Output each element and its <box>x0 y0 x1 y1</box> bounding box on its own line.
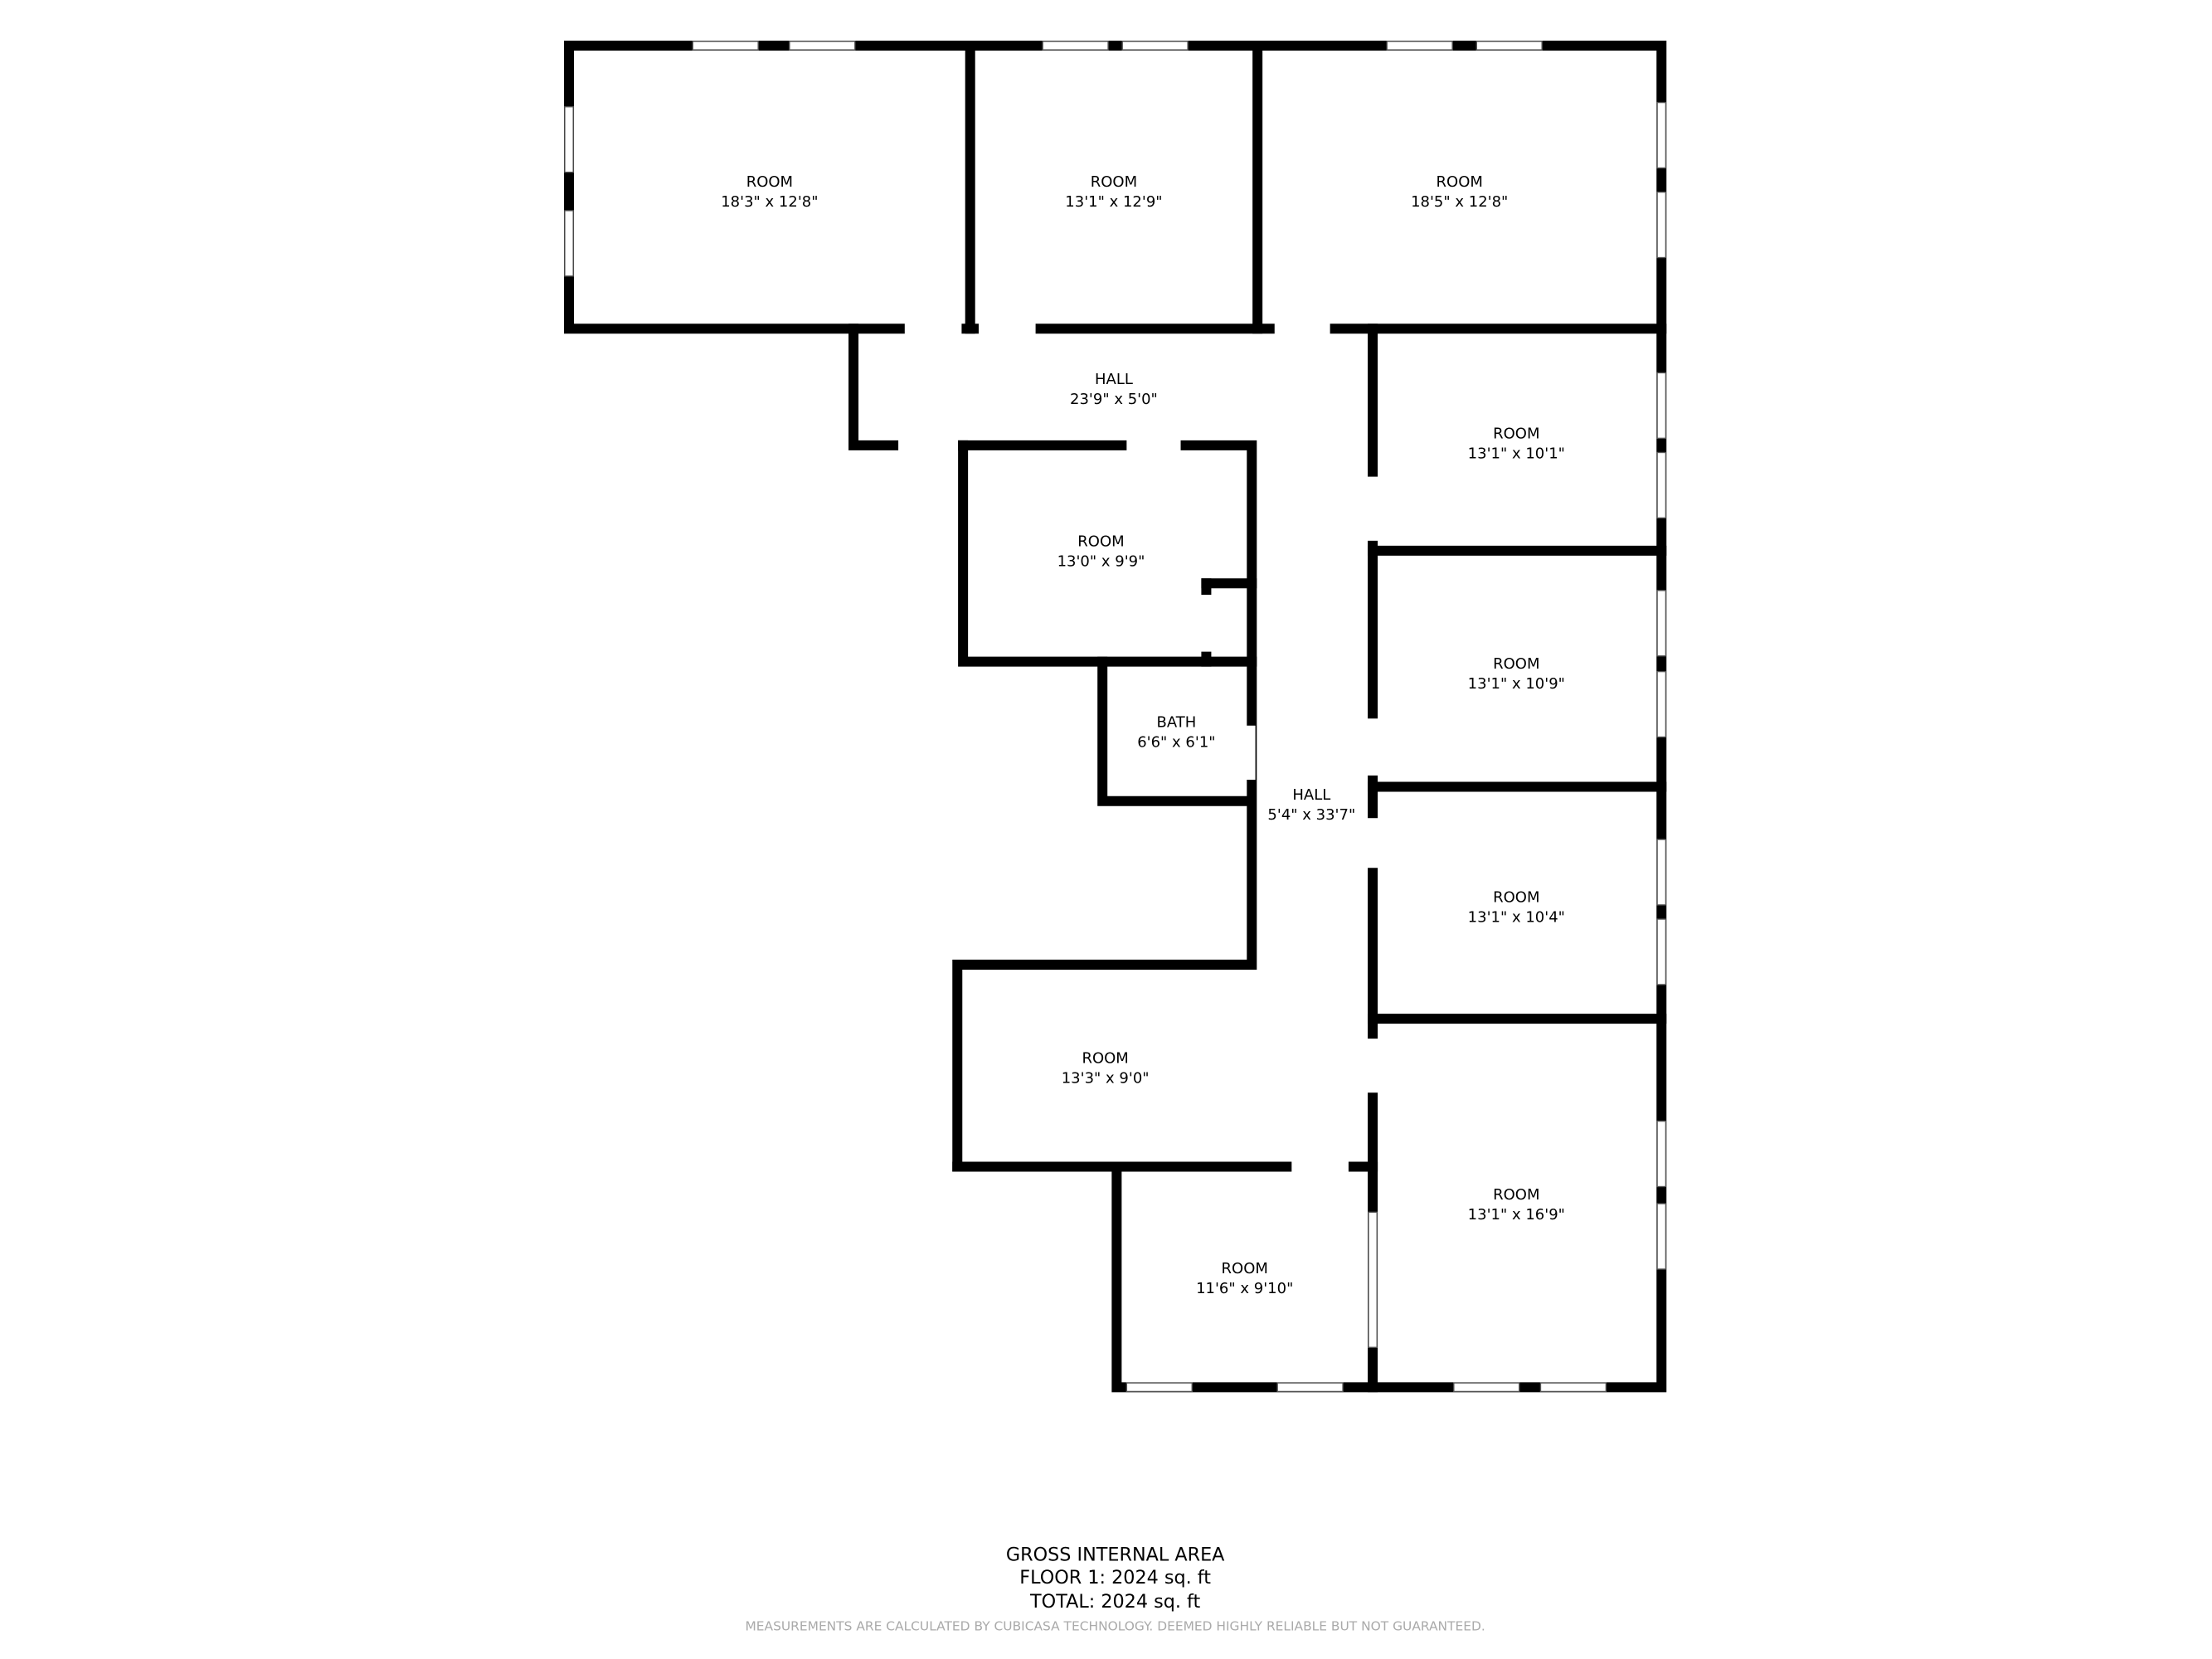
room-label: ROOM 18'5" x 12'8" <box>1411 173 1508 211</box>
walls <box>564 40 1667 1393</box>
svg-text:ROOM: ROOM <box>1091 173 1137 191</box>
svg-text:13'1" x 10'4": 13'1" x 10'4" <box>1468 908 1565 926</box>
room-label: ROOM 13'0" x 9'9" <box>1057 533 1145 571</box>
svg-text:ROOM: ROOM <box>1493 888 1539 906</box>
room-label: ROOM 13'1" x 10'1" <box>1468 425 1565 462</box>
total-area: TOTAL: 2024 sq. ft <box>1029 1591 1200 1613</box>
svg-text:HALL: HALL <box>1292 786 1330 804</box>
svg-text:13'1" x 12'9": 13'1" x 12'9" <box>1065 193 1162 211</box>
room-label: ROOM 11'6" x 9'10" <box>1196 1260 1293 1297</box>
svg-text:11'6" x 9'10": 11'6" x 9'10" <box>1196 1280 1293 1297</box>
room-label: ROOM 13'3" x 9'0" <box>1062 1049 1150 1087</box>
bath-label: BATH 6'6" x 6'1" <box>1137 714 1215 752</box>
area-title: GROSS INTERNAL AREA <box>1006 1545 1225 1566</box>
svg-text:ROOM: ROOM <box>1493 1186 1539 1204</box>
room-label: ROOM 13'1" x 12'9" <box>1065 173 1162 211</box>
svg-text:ROOM: ROOM <box>1493 655 1539 673</box>
svg-text:18'3" x 12'8": 18'3" x 12'8" <box>721 193 818 211</box>
svg-text:13'1" x 16'9": 13'1" x 16'9" <box>1468 1206 1565 1224</box>
floor-area: FLOOR 1: 2024 sq. ft <box>1019 1567 1211 1588</box>
hall-label: HALL 23'9" x 5'0" <box>1070 371 1158 408</box>
svg-text:ROOM: ROOM <box>1077 533 1124 551</box>
room-label: ROOM 13'1" x 10'9" <box>1468 655 1565 693</box>
svg-text:ROOM: ROOM <box>746 173 793 191</box>
svg-text:18'5" x 12'8": 18'5" x 12'8" <box>1411 193 1508 211</box>
svg-text:ROOM: ROOM <box>1493 425 1539 442</box>
svg-text:ROOM: ROOM <box>1082 1049 1128 1067</box>
windows <box>564 41 1667 1393</box>
svg-text:23'9" x 5'0": 23'9" x 5'0" <box>1070 391 1158 408</box>
svg-text:13'1" x 10'9": 13'1" x 10'9" <box>1468 675 1565 693</box>
svg-text:6'6" x 6'1": 6'6" x 6'1" <box>1137 734 1215 752</box>
svg-text:13'0" x 9'9": 13'0" x 9'9" <box>1057 553 1145 571</box>
room-labels: ROOM 18'3" x 12'8" ROOM 13'1" x 12'9" ROOM… <box>721 173 1565 1297</box>
svg-text:ROOM: ROOM <box>1437 173 1483 191</box>
svg-text:ROOM: ROOM <box>1222 1260 1268 1277</box>
svg-text:BATH: BATH <box>1156 714 1196 732</box>
room-label: ROOM 18'3" x 12'8" <box>721 173 818 211</box>
svg-text:13'3" x 9'0": 13'3" x 9'0" <box>1062 1069 1150 1087</box>
hall-label: HALL 5'4" x 33'7" <box>1267 786 1355 824</box>
svg-text:HALL: HALL <box>1095 371 1133 388</box>
room-label: ROOM 13'1" x 16'9" <box>1468 1186 1565 1224</box>
room-label: ROOM 13'1" x 10'4" <box>1468 888 1565 926</box>
disclaimer: MEASUREMENTS ARE CALCULATED BY CUBICASA … <box>746 1619 1485 1634</box>
svg-text:13'1" x 10'1": 13'1" x 10'1" <box>1468 445 1565 462</box>
area-summary: GROSS INTERNAL AREA FLOOR 1: 2024 sq. ft… <box>746 1545 1485 1634</box>
svg-text:5'4" x 33'7": 5'4" x 33'7" <box>1267 806 1355 824</box>
